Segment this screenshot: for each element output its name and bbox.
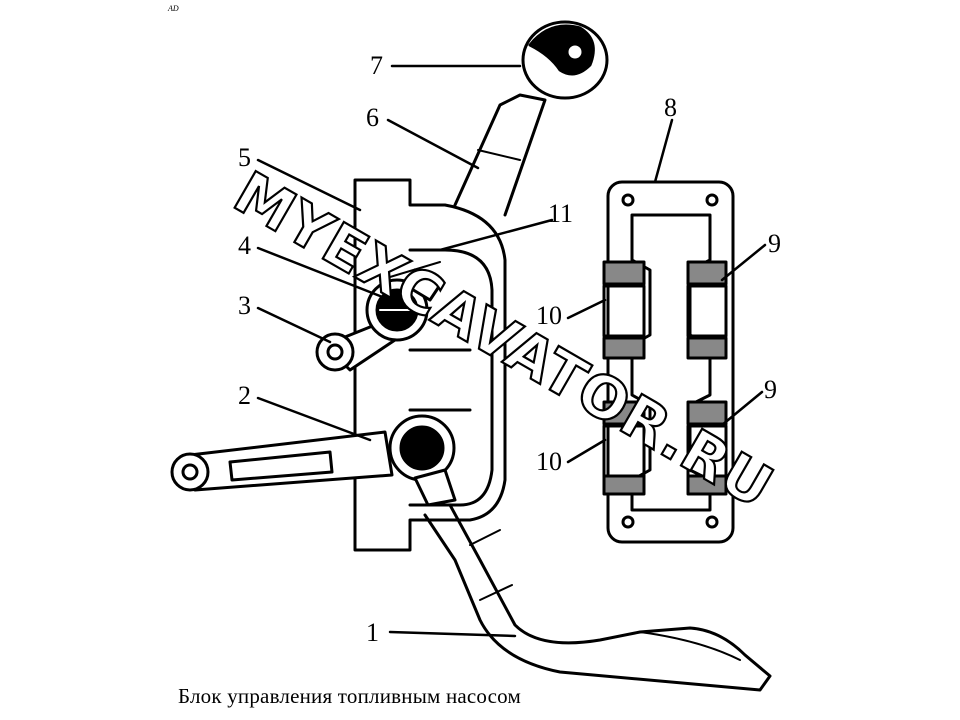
lower-shaft	[388, 414, 457, 507]
callout-9b: 9	[764, 375, 777, 404]
callout-5: 5	[238, 143, 251, 172]
control-lever-stem	[453, 93, 547, 217]
upper-shaft	[365, 261, 442, 342]
leader-lines	[256, 64, 767, 638]
callout-10a: 10	[536, 301, 562, 330]
bushings-right	[686, 260, 728, 496]
callout-6: 6	[366, 103, 379, 132]
control-housing	[353, 178, 507, 552]
callout-9a: 9	[768, 229, 781, 258]
upper-lever	[315, 323, 397, 372]
bushings-left	[602, 260, 646, 496]
callout-10b: 10	[536, 447, 562, 476]
callout-7: 7	[370, 51, 383, 80]
lever-knob	[521, 20, 609, 100]
callout-11: 11	[548, 199, 573, 228]
pedal-arm	[423, 503, 772, 692]
callout-3: 3	[238, 291, 251, 320]
callout-8: 8	[664, 93, 677, 122]
callout-1: 1	[366, 618, 379, 647]
corner-mark: AD	[168, 4, 179, 13]
lower-lever	[170, 430, 394, 492]
callout-4: 4	[238, 231, 251, 260]
callout-2: 2	[238, 381, 251, 410]
figure-caption: Блок управления топливным насосом	[178, 684, 521, 708]
